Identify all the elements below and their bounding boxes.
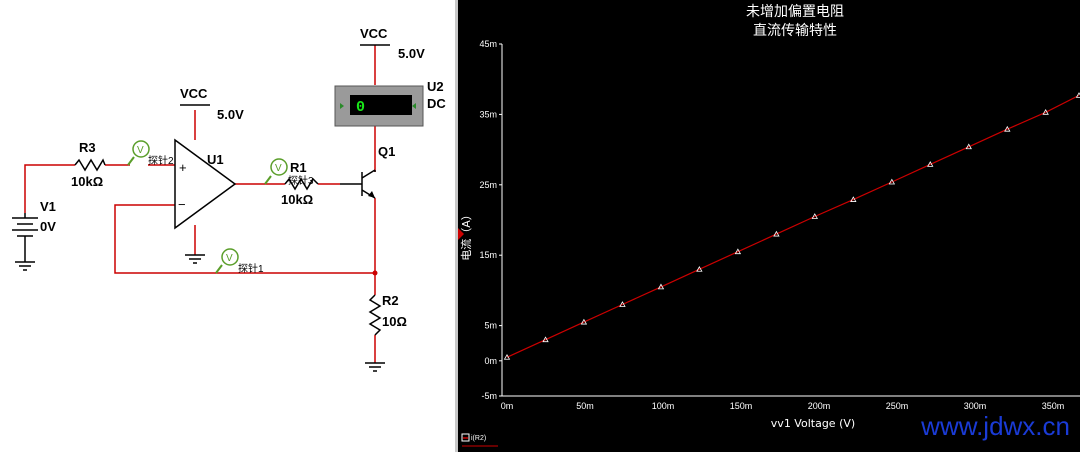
x-tick-label: 300m [964,401,987,411]
x-tick-label: 200m [808,401,831,411]
opamp-plus: + [179,160,187,175]
vcc-mid-label: VCC [180,86,208,101]
probe-2-label: 探针2 [148,154,174,167]
y-tick-label: 45m [479,39,497,49]
y-tick-label: 15m [479,250,497,260]
r2-label: R2 [382,293,399,308]
x-tick-label: 100m [652,401,675,411]
y-tick-label: 35m [479,109,497,119]
r3-value: 10kΩ [71,174,103,189]
schematic-canvas: VCC 5.0V VCC 5.0V 0 U2 DC Q1 + − U1 R3 1… [0,0,455,452]
opamp-minus: − [178,197,186,212]
y-tick-label: -5m [482,391,498,401]
series-line-ir2 [507,95,1079,357]
resistor-r3[interactable] [75,160,105,170]
chart-title: 未增加偏置电阻 [746,4,844,20]
legend-label: i(R2) [471,435,486,442]
r1-label: R1 [290,160,307,175]
y-tick-labels: 45m 35m 25m 15m 5m 0m -5m [479,39,502,401]
r2-value: 10Ω [382,314,407,329]
battery-v1[interactable] [12,213,38,262]
vcc-top-label: VCC [360,26,388,41]
u2-label: U2 [427,79,444,94]
legend[interactable]: i(R2) [462,434,498,446]
r1-value: 10kΩ [281,192,313,207]
x-tick-label: 250m [886,401,909,411]
y-tick-label: 25m [479,180,497,190]
v1-value: 0V [40,219,56,234]
r3-label: R3 [79,140,96,155]
x-tick-label: 150m [730,401,753,411]
probe-2-symbol: V [137,145,144,156]
multimeter-u2[interactable]: 0 [335,86,423,126]
x-tick-label: 350m [1042,401,1065,411]
u1-label: U1 [207,152,224,167]
probe-3[interactable]: V [265,159,287,184]
probe-1-label: 探针1 [238,262,264,275]
x-tick-labels: 0m 50m 100m 150m 200m 250m 300m 350m [501,401,1065,411]
v1-label: V1 [40,199,56,214]
y-tick-label: 0m [484,356,497,366]
circuit-schematic: VCC 5.0V VCC 5.0V 0 U2 DC Q1 + − U1 R3 1… [0,0,455,452]
junction-dot [373,271,378,276]
watermark-text: www.jdwx.cn [921,411,1070,442]
x-tick-label: 50m [576,401,594,411]
vcc-top-voltage: 5.0V [398,46,425,61]
probe-1[interactable]: V [216,249,238,273]
q1-label: Q1 [378,144,395,159]
meter-reading: 0 [356,99,365,116]
ground-v1 [15,262,35,270]
probe-3-symbol: V [275,163,282,174]
resistor-r2[interactable] [370,295,380,335]
y-tick-label: 5m [484,321,497,331]
u2-type: DC [427,96,446,111]
vcc-mid-voltage: 5.0V [217,107,244,122]
x-axis-label: vv1 Voltage (V) [771,417,855,430]
x-tick-label: 0m [501,401,514,411]
probe-3-label: 探针3 [288,174,314,187]
chart-subtitle: 直流传输特性 [753,22,837,39]
ground-u1 [185,255,205,263]
opamp-u1[interactable] [175,140,235,228]
probe-2[interactable]: V [128,141,149,165]
transistor-q1[interactable] [340,170,375,198]
ground-r2 [365,363,385,371]
probe-1-symbol: V [226,253,233,264]
